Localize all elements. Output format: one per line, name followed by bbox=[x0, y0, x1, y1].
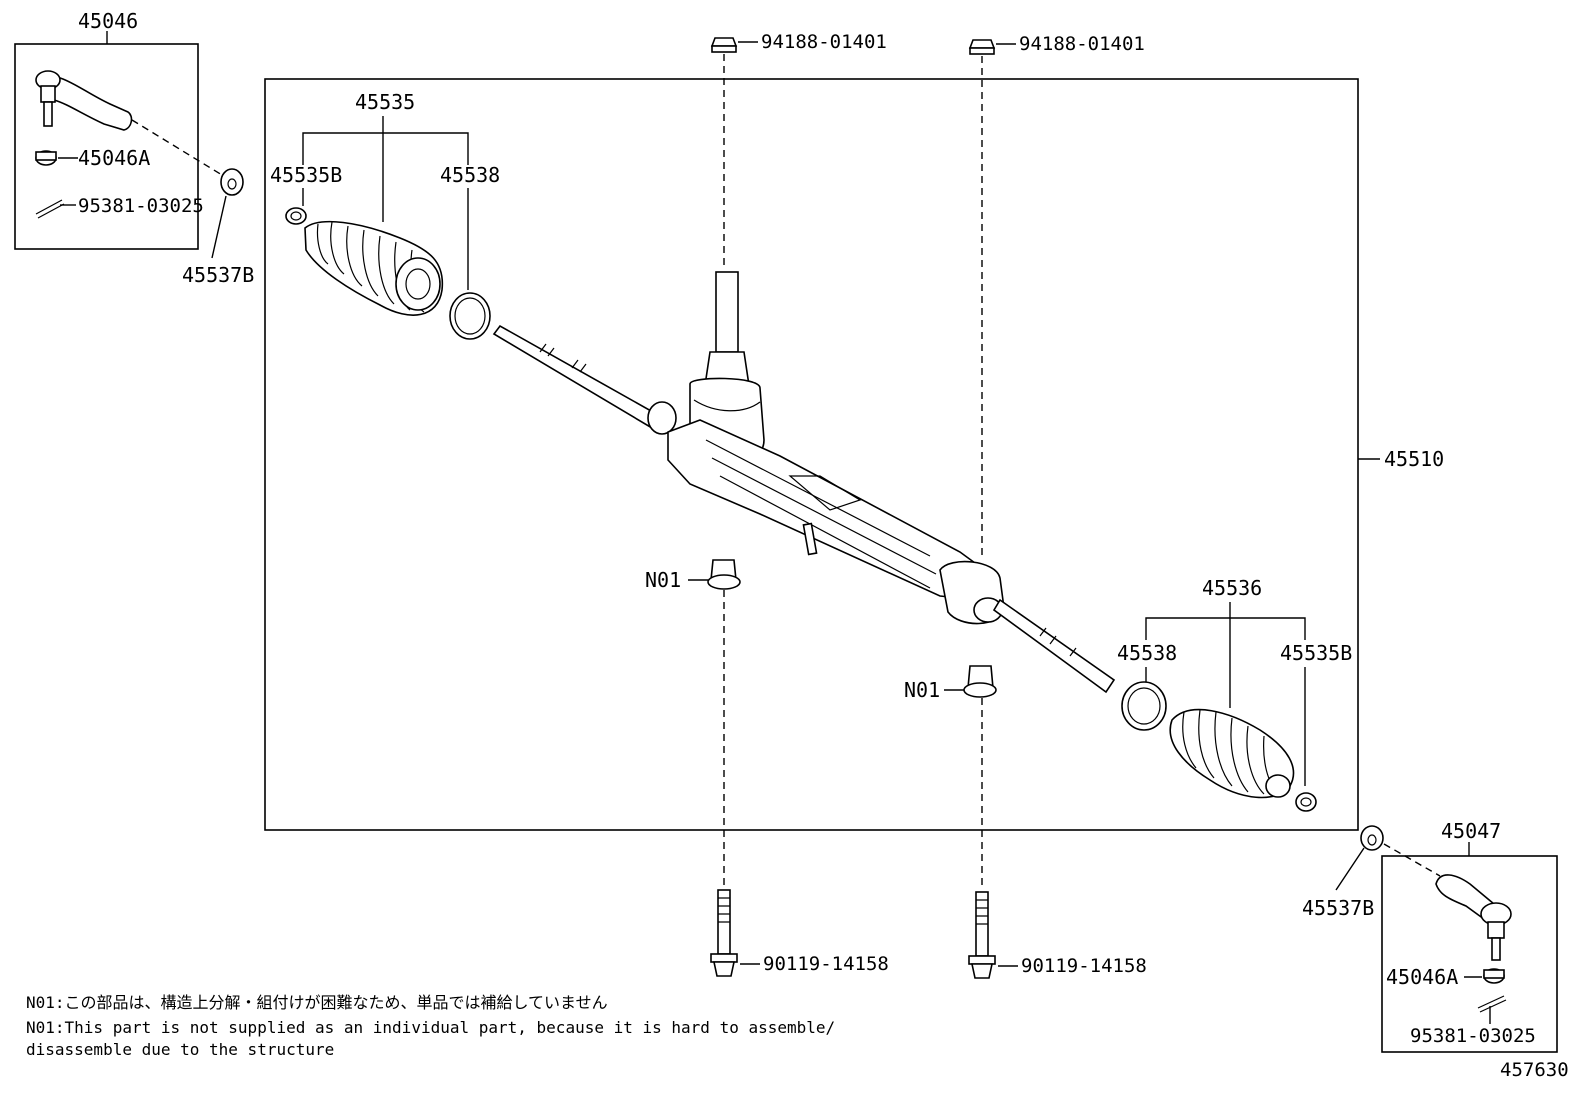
cotter-pin-right-icon bbox=[1477, 995, 1507, 1013]
gear-assembly-frame bbox=[264, 78, 1359, 831]
clip-right-icon bbox=[1295, 792, 1317, 812]
label-45538-left: 45538 bbox=[440, 163, 500, 187]
label-45537B-right: 45537B bbox=[1302, 896, 1374, 920]
label-45536: 45536 bbox=[1202, 576, 1262, 600]
label-45535B-right: 45535B bbox=[1280, 641, 1352, 665]
flange-nut-top-right-icon bbox=[968, 39, 996, 55]
label-45046: 45046 bbox=[78, 9, 138, 33]
label-45046A: 45046A bbox=[78, 146, 150, 170]
label-45537B-left: 45537B bbox=[182, 263, 254, 287]
mount-bush-left-icon bbox=[707, 559, 741, 590]
label-45046A-right: 45046A bbox=[1386, 965, 1458, 989]
cotter-pin-left-icon bbox=[35, 199, 65, 219]
boot-right-icon bbox=[1169, 708, 1295, 799]
boot-left-icon bbox=[304, 220, 444, 316]
bush-left-icon bbox=[220, 168, 244, 196]
label-94188-01401-left: 94188-01401 bbox=[761, 31, 887, 53]
label-45535: 45535 bbox=[355, 90, 415, 114]
note-english-line2: disassemble due to the structure bbox=[26, 1040, 335, 1059]
nut-right-icon bbox=[1483, 968, 1505, 984]
label-45510: 45510 bbox=[1384, 447, 1444, 471]
label-45535B-left: 45535B bbox=[270, 163, 342, 187]
label-45538-right: 45538 bbox=[1117, 641, 1177, 665]
label-90119-14158-right: 90119-14158 bbox=[1021, 955, 1147, 977]
tie-rod-end-left-icon bbox=[35, 70, 133, 131]
label-45047: 45047 bbox=[1441, 819, 1501, 843]
label-94188-01401-right: 94188-01401 bbox=[1019, 33, 1145, 55]
note-japanese: N01:この部品は、構造上分解・組付けが困難なため、単品では補給していません bbox=[26, 993, 608, 1012]
tie-rod-end-right-icon bbox=[1435, 874, 1512, 961]
label-N01-right: N01 bbox=[904, 678, 940, 702]
bolt-bottom-right-icon bbox=[968, 891, 996, 979]
mount-bush-right-icon bbox=[963, 665, 997, 698]
label-N01-left: N01 bbox=[645, 568, 681, 592]
steering-rack-icon bbox=[492, 271, 1116, 694]
bolt-bottom-left-icon bbox=[710, 889, 738, 977]
band-right-icon bbox=[1121, 681, 1167, 731]
bush-right-icon bbox=[1360, 825, 1384, 851]
clip-left-icon bbox=[285, 207, 307, 225]
label-95381-03025-left: 95381-03025 bbox=[78, 195, 204, 217]
flange-nut-top-left-icon bbox=[710, 37, 738, 53]
band-left-icon bbox=[449, 292, 491, 340]
nut-left-icon bbox=[35, 150, 57, 166]
label-95381-03025-right: 95381-03025 bbox=[1410, 1025, 1536, 1047]
figure-id: 457630 bbox=[1500, 1059, 1569, 1081]
label-90119-14158-left: 90119-14158 bbox=[763, 953, 889, 975]
note-english-line1: N01:This part is not supplied as an indi… bbox=[26, 1018, 836, 1037]
